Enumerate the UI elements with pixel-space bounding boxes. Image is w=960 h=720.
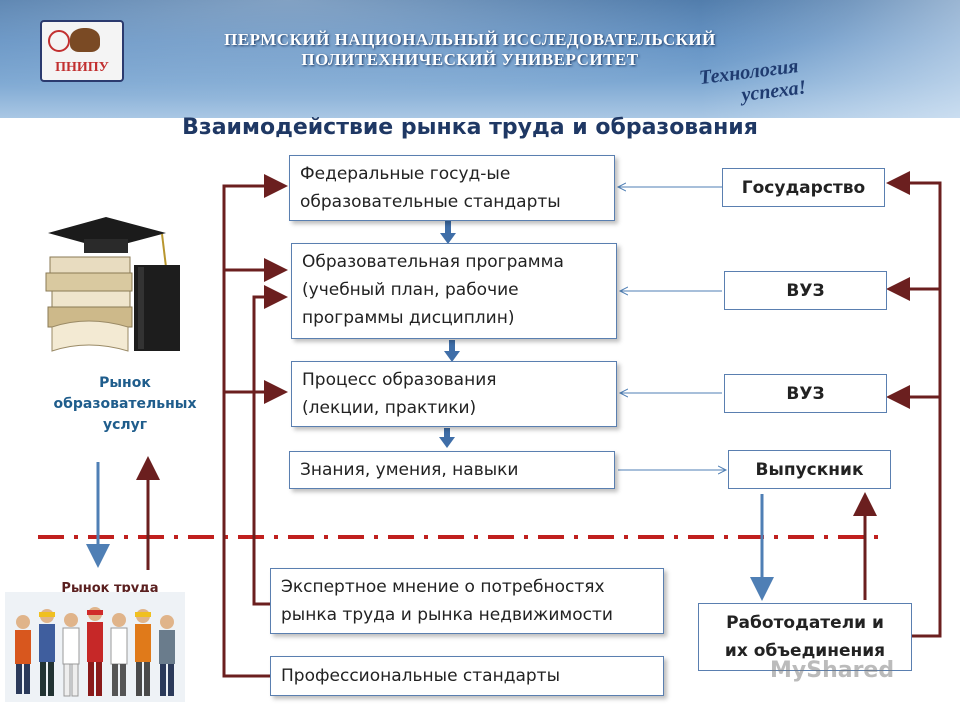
expert-opinion-line2: рынка труда и рынка недвижимости: [281, 605, 613, 625]
bear-icon: [70, 28, 100, 52]
educational-program-line3: программы дисциплин): [302, 308, 515, 328]
expert-opinion-box: Экспертное мнение о потребностях рынка т…: [270, 568, 664, 634]
graduate-box: Выпускник: [728, 450, 891, 489]
logo-emblem-icon: [48, 30, 70, 52]
slide-title: Взаимодействие рынка труда и образования: [182, 115, 758, 140]
employers-line1: Работодатели и: [726, 613, 884, 633]
logo-text: ПНИПУ: [55, 60, 109, 75]
header-banner: ПНИПУ ПЕРМСКИЙ НАЦИОНАЛЬНЫЙ ИССЛЕДОВАТЕЛ…: [0, 0, 960, 118]
watermark: MyShared: [770, 658, 895, 683]
education-process-line1: Процесс образования: [302, 370, 497, 390]
federal-standards-box: Федеральные госуд-ые образовательные ста…: [289, 155, 615, 221]
banner-pattern: [700, 0, 960, 118]
university-logo: ПНИПУ: [40, 20, 124, 82]
books-graduation-cap-icon: [45, 217, 180, 352]
education-process-line2: (лекции, практики): [302, 398, 477, 418]
educational-program-line1: Образовательная программа: [302, 252, 564, 272]
education-market-line2: образовательных: [53, 396, 197, 412]
education-market-label: Рынок образовательных услуг: [40, 373, 210, 436]
knowledge-skills-box: Знания, умения, навыки: [289, 451, 615, 489]
education-process-box: Процесс образования (лекции, практики): [291, 361, 617, 427]
university-name-line2: ПОЛИТЕХНИЧЕСКИЙ УНИВЕРСИТЕТ: [301, 50, 639, 69]
university-box-1: ВУЗ: [724, 271, 887, 310]
expert-opinion-line1: Экспертное мнение о потребностях: [281, 577, 605, 597]
federal-standards-line2: образовательные стандарты: [300, 192, 561, 212]
employers-line2: их объединения: [724, 641, 886, 661]
workers-group-icon: [5, 592, 185, 702]
employers-box: Работодатели и их объединения: [698, 603, 912, 671]
right-to-center-arrows: [618, 187, 726, 470]
left-feedback-bracket: [222, 174, 288, 678]
professional-standards-box: Профессиональные стандарты: [270, 656, 664, 696]
state-box: Государство: [722, 168, 885, 207]
center-flow-arrows: [439, 221, 460, 448]
educational-program-line2: (учебный план, рабочие: [302, 280, 519, 300]
university-box-2: ВУЗ: [724, 374, 887, 413]
university-name-line1: ПЕРМСКИЙ НАЦИОНАЛЬНЫЙ ИССЛЕДОВАТЕЛЬСКИЙ: [224, 30, 716, 49]
federal-standards-line1: Федеральные госуд-ые: [300, 164, 511, 184]
educational-program-box: Образовательная программа (учебный план,…: [291, 243, 617, 339]
education-market-line1: Рынок: [99, 375, 151, 391]
right-feedback-bracket: [886, 171, 942, 638]
education-market-line3: услуг: [102, 417, 148, 433]
